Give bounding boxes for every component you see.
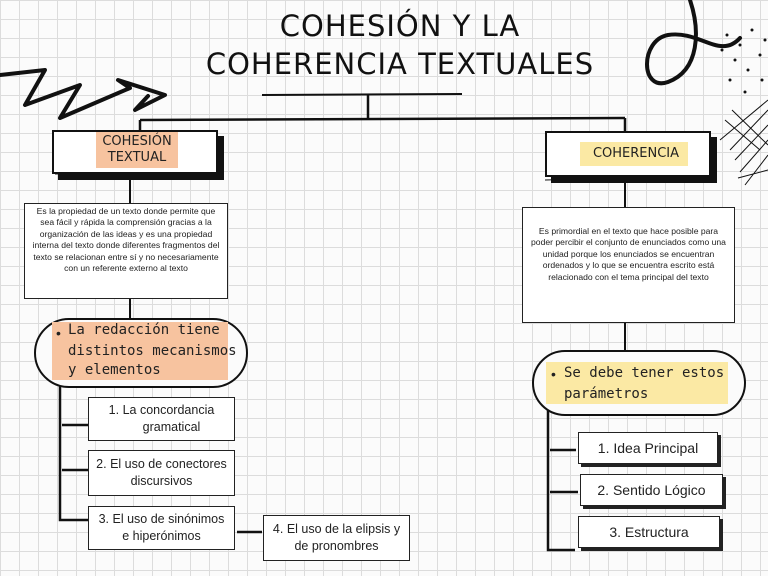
cohesion-bullet-highlight — [52, 322, 228, 380]
scribble-doodle — [719, 99, 768, 186]
swirl-doodle — [645, 0, 742, 86]
title-underline — [261, 93, 463, 96]
coherence-item-2: 2. Sentido Lógico — [580, 474, 723, 506]
cohesion-item-2-line2: discursivos — [130, 474, 193, 488]
main-branch-line — [139, 116, 626, 122]
cohesion-item-3-line1: 3. El uso de sinónimos — [98, 512, 225, 527]
cohesion-heading-line2: TEXTUAL — [107, 150, 167, 165]
cohesion-item-4: 4. El uso de la elipsis y de pronombres — [263, 515, 410, 561]
coherence-heading: COHERENCIA — [592, 146, 680, 161]
cohesion-heading-line1: COHESIÓN — [102, 134, 172, 149]
page-title-line1: COHESIÓN Y LA — [279, 9, 521, 43]
coherence-bullet-highlight — [546, 362, 728, 404]
cohesion-item-2: 2. El uso de conectores discursivos — [88, 450, 235, 496]
zigzag-doodle — [0, 68, 167, 120]
coherence-heading-box: COHERENCIA — [545, 131, 711, 177]
cohesion-heading-box: COHESIÓN TEXTUAL — [52, 130, 218, 174]
cohesion-item-1-line2: gramatical — [142, 420, 201, 434]
coherence-highlight — [580, 142, 688, 166]
cohesion-item-4-line2: de pronombres — [294, 539, 379, 553]
cohesion-bullet-line1: La redacción tiene — [68, 322, 220, 338]
bullet-dot: • — [551, 366, 556, 382]
coherence-item-1: 1. Idea Principal — [578, 432, 718, 464]
bullet-dot: • — [56, 325, 61, 341]
coherence-bullet-line2: parámetros — [564, 386, 649, 402]
cohesion-item-1: 1. La concordancia gramatical — [88, 397, 235, 441]
page-title-line2: COHERENCIA TEXTUALES — [205, 47, 595, 81]
cohesion-item-2-line1: 2. El uso de conectores — [96, 457, 227, 472]
cohesion-item-3: 3. El uso de sinónimos e hiperónimos — [88, 506, 235, 550]
coherence-item-3: 3. Estructura — [578, 516, 720, 548]
cohesion-item-3-line2: e hiperónimos — [122, 529, 201, 543]
cohesion-definition: Es la propiedad de un texto donde permit… — [24, 203, 228, 299]
cohesion-highlight — [96, 132, 178, 168]
coherence-bullet-line1: Se debe tener estos — [564, 365, 725, 381]
cohesion-bullet-line2: distintos mecanismos — [68, 343, 237, 359]
coherence-definition: Es primordial en el texto que hace posib… — [522, 207, 735, 323]
dots-doodle — [720, 28, 767, 94]
cohesion-item-1-line1: 1. La concordancia — [108, 403, 215, 418]
cohesion-item-4-line1: 4. El uso de la elipsis y — [272, 522, 401, 537]
cohesion-bullet-line3: y elementos — [68, 362, 161, 378]
